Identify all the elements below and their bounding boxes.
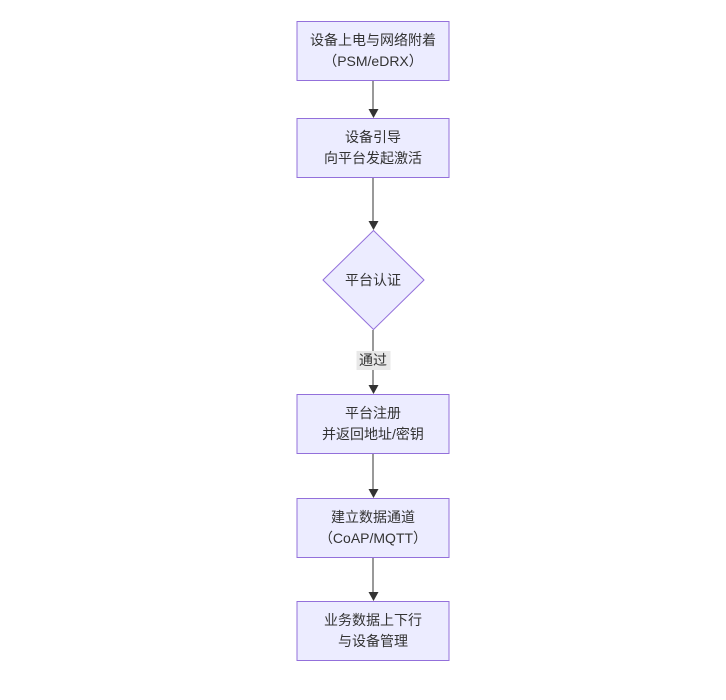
node-text-line: 平台认证 [345,271,401,288]
edge-auth-to-register: 通过 [356,330,390,394]
flowchart-column: 设备上电与网络附着 （PSM/eDRX） 设备引导 向平台发起激活 平台认证 通… [296,21,450,661]
node-platform-register: 平台注册 并返回地址/密钥 [296,394,450,454]
edge-line [372,558,374,593]
edge-line [372,81,374,110]
edge-line [372,178,374,222]
node-business-data: 业务数据上下行 与设备管理 [296,601,450,661]
node-text-line: 业务数据上下行 [324,612,422,628]
edge-line [372,454,374,490]
arrowhead-down-icon [368,109,378,118]
edge-attach-to-bootstrap [368,81,378,118]
arrowhead-down-icon [368,221,378,230]
node-text-line: 并返回地址/密钥 [322,426,424,442]
edge-bootstrap-to-auth [368,178,378,230]
node-text-line: 平台注册 [345,405,401,421]
edge-label-pass: 通过 [356,350,390,370]
node-power-network-attach: 设备上电与网络附着 （PSM/eDRX） [296,21,450,81]
edge-register-to-channel [368,454,378,498]
arrowhead-down-icon [368,489,378,498]
arrowhead-down-icon [368,592,378,601]
node-platform-auth-decision: 平台认证 [322,230,424,330]
node-device-bootstrap: 设备引导 向平台发起激活 [296,118,450,178]
diamond-shape-icon [322,230,424,330]
node-text-line: （PSM/eDRX） [323,53,423,69]
node-text-line: 设备引导 [345,129,401,145]
node-text-line: 建立数据通道 [331,509,415,525]
node-data-channel: 建立数据通道 （CoAP/MQTT） [296,498,450,558]
node-text-line: 与设备管理 [338,633,408,649]
node-text-line: 设备上电与网络附着 [310,32,436,48]
node-text-line: （CoAP/MQTT） [318,530,428,546]
node-text-line: 向平台发起激活 [324,150,422,166]
arrowhead-down-icon [368,385,378,394]
edge-channel-to-business [368,558,378,601]
